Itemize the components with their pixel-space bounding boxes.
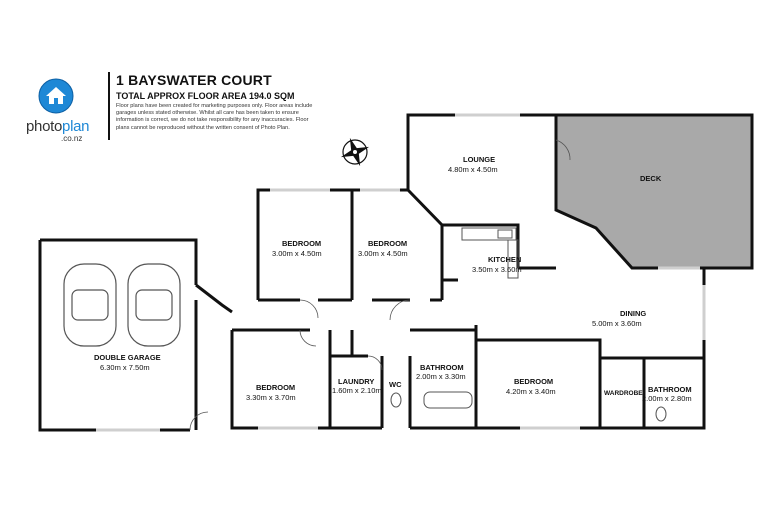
room-bedroom4-dims: 4.20m x 3.40m — [506, 387, 556, 396]
room-deck-name: DECK — [640, 174, 662, 183]
room-lounge-dims: 4.80m x 4.50m — [448, 165, 498, 174]
house-globe-icon — [38, 78, 74, 114]
room-bedroom1-name: BEDROOM — [282, 239, 321, 248]
logo-wordmark: photoplan — [26, 118, 90, 135]
room-wc-name: WC — [389, 380, 402, 389]
floor-area: TOTAL APPROX FLOOR AREA 194.0 SQM — [116, 91, 295, 101]
compass-icon — [340, 137, 370, 167]
page-title: 1 BAYSWATER COURT — [116, 72, 272, 88]
room-lounge-name: LOUNGE — [463, 155, 495, 164]
room-bedroom3-dims: 3.30m x 3.70m — [246, 393, 296, 402]
bathtub-icon — [423, 391, 473, 409]
kitchen-benchtop — [461, 227, 519, 279]
logo-tld: .co.nz — [61, 134, 83, 143]
disclaimer: Floor plans have been created for market… — [116, 103, 313, 131]
room-laundry-name: LAUNDRY — [338, 377, 374, 386]
door-swings — [189, 139, 571, 431]
room-bathroom2-dims: 2.00m x 2.80m — [642, 394, 692, 403]
room-bathroom1-dims: 2.00m x 3.30m — [416, 372, 466, 381]
room-kitchen-name: KITCHEN — [488, 255, 521, 264]
room-wardrobe-name: WARDROBE — [604, 390, 643, 397]
windows — [96, 113, 706, 432]
room-dining-name: DINING — [620, 309, 646, 318]
car-right-icon — [127, 263, 181, 347]
room-bedroom4-name: BEDROOM — [514, 377, 553, 386]
header-divider — [108, 72, 110, 140]
room-bathroom2-name: BATHROOM — [648, 385, 692, 394]
room-bedroom2-dims: 3.00m x 4.50m — [358, 249, 408, 258]
room-kitchen-dims: 3.50m x 3.60m — [472, 265, 522, 274]
room-dining-dims: 5.00m x 3.60m — [592, 319, 642, 328]
room-garage-name: DOUBLE GARAGE — [94, 353, 161, 362]
car-left-icon — [63, 263, 117, 347]
room-bedroom3-name: BEDROOM — [256, 383, 295, 392]
room-garage-dims: 6.30m x 7.50m — [100, 363, 150, 372]
room-bathroom1-name: BATHROOM — [420, 363, 464, 372]
room-bedroom1-dims: 3.00m x 4.50m — [272, 249, 322, 258]
deck-area — [554, 113, 754, 270]
room-bedroom2-name: BEDROOM — [368, 239, 407, 248]
toilet-icon — [390, 392, 667, 422]
room-laundry-dims: 1.60m x 2.10m — [332, 386, 382, 395]
